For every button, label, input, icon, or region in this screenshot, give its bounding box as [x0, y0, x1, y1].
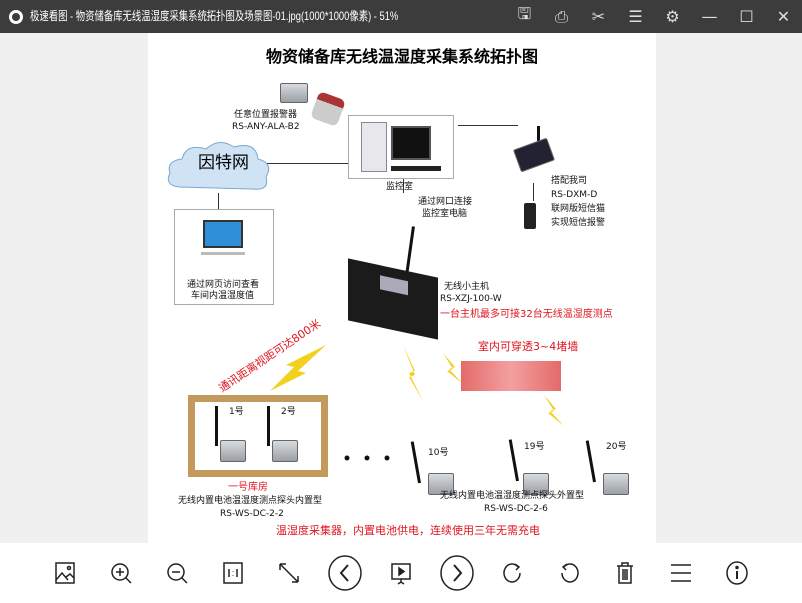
web-access-box: 通过网页访问查看 车间内温湿度值: [174, 209, 274, 305]
cut-icon[interactable]: ✂: [591, 7, 606, 26]
external-model: RS-WS-DC-2-6: [484, 504, 548, 514]
alarm-device-icon: [280, 83, 308, 103]
menu-icon[interactable]: [653, 553, 709, 593]
internet-cloud-icon: [167, 142, 270, 190]
host-label: 无线小主机: [444, 282, 490, 292]
ellipsis-dots: [344, 455, 390, 461]
footer-note: 温湿度采集器，内置电池供电，连续使用三年无需充电: [276, 524, 540, 537]
rotate-right-icon[interactable]: [485, 553, 541, 593]
image-icon[interactable]: [37, 553, 93, 593]
alarm-model: RS-ANY-ALA-B2: [232, 122, 300, 132]
print-icon[interactable]: ⎙: [555, 6, 568, 26]
node-label: 20号: [606, 442, 627, 452]
sms-modem-icon: [512, 137, 556, 173]
bottom-toolbar: [0, 543, 802, 603]
monitor-room-label: 监控室: [386, 182, 414, 192]
next-icon[interactable]: [429, 553, 485, 593]
host-model: RS-XZJ-100-W: [440, 294, 502, 304]
sensor-icon: [523, 473, 549, 495]
sensor-icon: [603, 473, 629, 495]
sensor-icon: [428, 473, 454, 495]
host-capacity: 一台主机最多可接32台无线温湿度测点: [440, 309, 613, 320]
alarm-siren-icon: [310, 91, 346, 127]
warehouse-label: 一号库房: [228, 482, 268, 493]
sms-text: 搭配我司: [551, 176, 588, 186]
internal-model: RS-WS-DC-2-2: [220, 509, 284, 519]
phone-icon: [524, 203, 536, 229]
signal-bolt-icon: [403, 345, 423, 401]
warehouse-frame: 1号 2号: [188, 395, 328, 477]
sms-text: 联网版短信猫: [551, 204, 606, 214]
app-logo-icon: [9, 10, 23, 24]
external-type: 无线内置电池温湿度测点探头外置型: [440, 491, 585, 501]
signal-bolt-icon: [443, 353, 463, 384]
rotate-left-icon[interactable]: [541, 553, 597, 593]
network-note: 监控室电脑: [422, 209, 468, 219]
internet-label: 因特网: [198, 153, 249, 173]
signal-bolt-icon: [270, 345, 326, 391]
monitor-room-box: [348, 115, 454, 179]
fit-screen-icon[interactable]: [261, 553, 317, 593]
previous-icon[interactable]: [317, 553, 373, 593]
wall-icon: [461, 361, 561, 391]
comment-icon[interactable]: ☰: [628, 7, 643, 26]
close-icon[interactable]: ✕: [776, 7, 791, 26]
slideshow-icon[interactable]: [373, 553, 429, 593]
settings-icon[interactable]: ⚙: [665, 7, 680, 26]
zoom-out-icon[interactable]: [149, 553, 205, 593]
maximize-icon[interactable]: ☐: [739, 7, 754, 26]
title-bar: 极速看图 - 物资储备库无线温湿度采集系统拓扑图及场景图-01.jpg(1000…: [0, 0, 802, 33]
zoom-in-icon[interactable]: [93, 553, 149, 593]
alarm-label: 任意位置报警器: [234, 110, 298, 120]
save-icon[interactable]: 🖫: [517, 4, 532, 23]
web-note: 车间内温湿度值: [191, 291, 255, 301]
signal-bolt-icon: [544, 395, 564, 426]
web-note: 通过网页访问查看: [187, 280, 260, 290]
delete-icon[interactable]: [597, 553, 653, 593]
actual-size-icon[interactable]: [205, 553, 261, 593]
network-note: 通过网口连接: [418, 197, 473, 207]
wall-note: 室内可穿透3~4堵墙: [478, 340, 579, 353]
node-label: 2号: [281, 407, 296, 417]
image-canvas[interactable]: 物资储备库无线温湿度采集系统拓扑图 任意位置报警器 RS-ANY-ALA-B2 …: [148, 33, 656, 543]
diagram-title: 物资储备库无线温湿度采集系统拓扑图: [265, 47, 538, 66]
host-device-icon: [348, 258, 438, 340]
node-label: 19号: [524, 442, 545, 452]
minimize-icon[interactable]: —: [701, 7, 718, 26]
internal-type: 无线内置电池温湿度测点探头内置型: [178, 496, 323, 506]
sms-text: RS-DXM-D: [551, 190, 598, 200]
sms-text: 实现短信报警: [551, 218, 606, 228]
info-icon[interactable]: [709, 553, 765, 593]
node-label: 10号: [428, 448, 449, 458]
window-title: 极速看图 - 物资储备库无线温湿度采集系统拓扑图及场景图-01.jpg(1000…: [30, 9, 399, 23]
node-label: 1号: [229, 407, 244, 417]
